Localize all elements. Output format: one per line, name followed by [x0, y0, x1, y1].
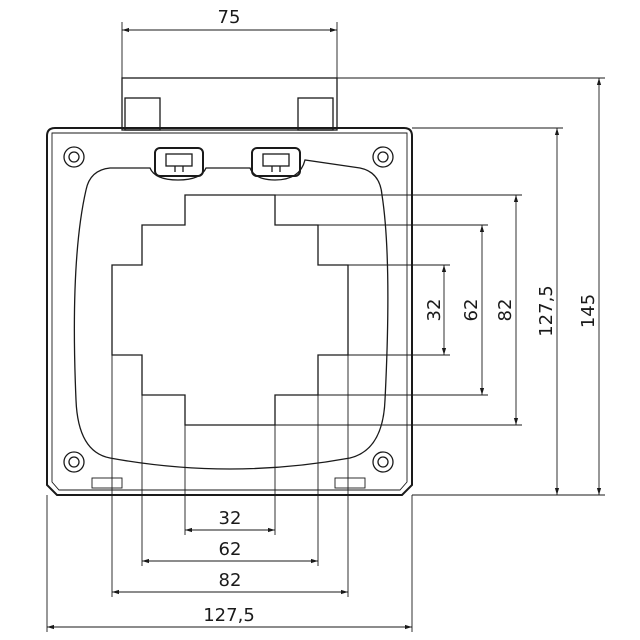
dim-window-height-large: 82 [495, 299, 516, 322]
extension-lines [46, 22, 605, 632]
dim-top-width: 75 [218, 7, 241, 28]
screw-icon [63, 451, 85, 473]
screw-icon [372, 146, 394, 168]
stepped-window [111, 194, 349, 426]
terminal-connector-right [251, 147, 301, 177]
dim-window-height-small: 32 [424, 299, 445, 322]
dim-body-width: 127,5 [203, 605, 255, 626]
dim-total-height: 145 [578, 294, 599, 328]
terminal-connector-left [154, 147, 204, 177]
dim-window-width-large: 82 [219, 570, 242, 591]
dim-window-width-small: 32 [219, 508, 242, 529]
screw-icon [63, 146, 85, 168]
main-body [46, 127, 413, 496]
dim-window-height-mid: 62 [461, 299, 482, 322]
screw-icon [372, 451, 394, 473]
top-housing [121, 77, 338, 131]
dimension-lines [47, 27, 602, 630]
dim-window-width-mid: 62 [219, 539, 242, 560]
screw-holes [63, 146, 394, 473]
dim-body-height: 127,5 [536, 285, 557, 337]
